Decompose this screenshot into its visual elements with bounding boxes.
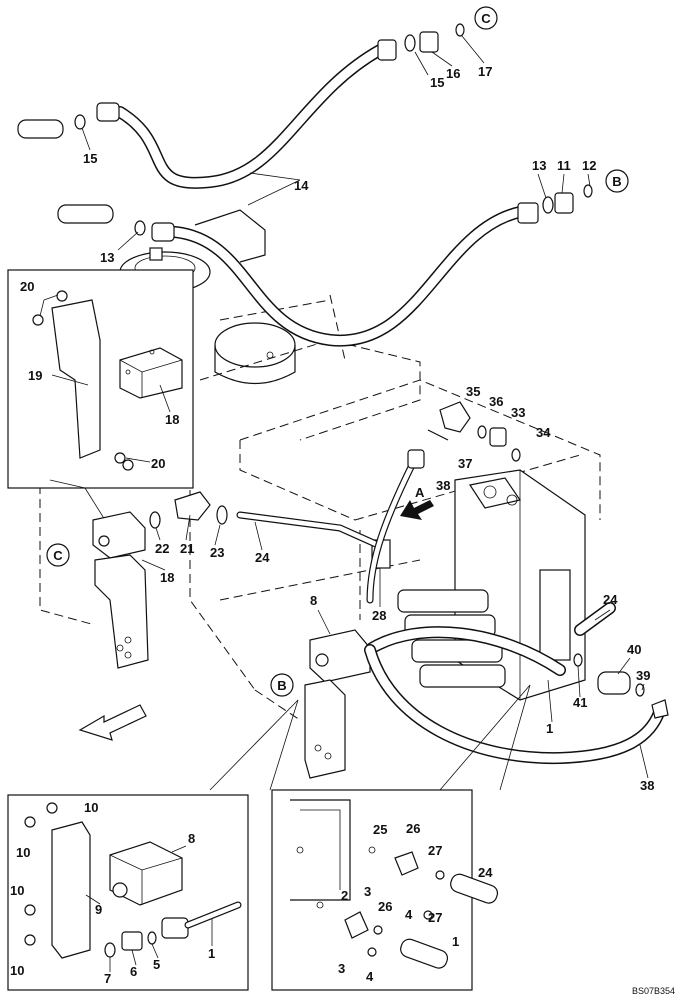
callout-6: 6 [130,964,137,979]
callout-34: 34 [536,425,551,440]
callout-2: 2 [341,888,348,903]
callout-1: 1 [546,721,553,736]
callout-24: 24 [478,865,493,880]
front-direction-arrow-icon [78,704,147,741]
callout-27: 27 [428,843,442,858]
inset-bracket-8-detail [7,794,249,991]
callout-26: 26 [378,899,392,914]
callout-19: 19 [28,368,42,383]
callout-10: 10 [16,845,30,860]
callout-18: 18 [165,412,179,427]
callout-14: 14 [294,178,309,193]
hose-14-lower [151,202,539,347]
callout-18: 18 [160,570,174,585]
tube-stubs [17,119,114,224]
callout-10: 10 [10,883,24,898]
inset-flange-detail [271,789,499,991]
callout-39: 39 [636,668,650,683]
callout-40: 40 [627,642,641,657]
callout-15: 15 [430,75,444,90]
callout-20: 20 [20,279,34,294]
callout-1: 1 [208,946,215,961]
callout-23: 23 [210,545,224,560]
callout-16: 16 [446,66,460,81]
bracket-18 [92,511,149,669]
svg-text:B: B [612,174,621,189]
hose-38-lower [364,644,666,765]
hose-38-upper [366,449,425,604]
callout-labels: 15 16 17 15 14 13 11 12 13 20 19 18 20 3… [10,64,654,986]
bolt-icon [32,290,134,471]
svg-text:B: B [277,678,286,693]
callout-leaders [39,35,649,972]
view-label-a: A [415,485,425,500]
view-arrow-icon [400,500,434,520]
callout-1: 1 [452,934,459,949]
callout-17: 17 [478,64,492,79]
drawing-number: BS07B354 [632,986,675,996]
connector-c-top: C [474,6,498,30]
callout-36: 36 [489,394,503,409]
connector-b-side: B [270,673,294,697]
svg-text:C: C [53,548,63,563]
callout-35: 35 [466,384,480,399]
bolt-icon [24,802,58,946]
hose-1 [366,626,566,676]
fittings-11-12-13 [542,184,593,214]
callout-12: 12 [582,158,596,173]
callout-13: 13 [532,158,546,173]
callout-37: 37 [458,456,472,471]
callout-13: 13 [100,250,114,265]
callout-8: 8 [310,593,317,608]
fittings-39-41 [573,653,669,719]
callout-15: 15 [83,151,97,166]
callout-4: 4 [405,907,413,922]
callout-28: 28 [372,608,386,623]
callout-3: 3 [338,961,345,976]
callout-4: 4 [366,969,374,984]
callout-27: 27 [428,910,442,925]
callout-25: 25 [373,822,387,837]
callout-5: 5 [153,957,160,972]
connector-c-side: C [46,543,70,567]
callout-8: 8 [188,831,195,846]
callout-38: 38 [436,478,450,493]
callout-41: 41 [573,695,587,710]
callout-24: 24 [255,550,270,565]
callout-10: 10 [10,963,24,978]
callout-11: 11 [557,158,571,173]
fittings-21-22-23 [149,491,228,529]
callout-20: 20 [151,456,165,471]
inset-bracket-detail [7,269,194,489]
callout-24: 24 [603,592,618,607]
fittings-16-17 [74,23,465,236]
svg-text:C: C [481,11,491,26]
fittings-33-37 [427,401,521,462]
callout-38: 38 [640,778,654,793]
tube-24 [236,511,382,549]
hose-24-right [574,602,616,636]
hose-14-upper [96,39,397,189]
connector-b-top: B [605,169,629,193]
callout-26: 26 [406,821,420,836]
callout-22: 22 [155,541,169,556]
callout-10: 10 [84,800,98,815]
callout-9: 9 [95,902,102,917]
bracket-8 [304,629,371,779]
callout-7: 7 [104,971,111,986]
callout-3: 3 [364,884,371,899]
callout-33: 33 [511,405,525,420]
callout-21: 21 [180,541,194,556]
